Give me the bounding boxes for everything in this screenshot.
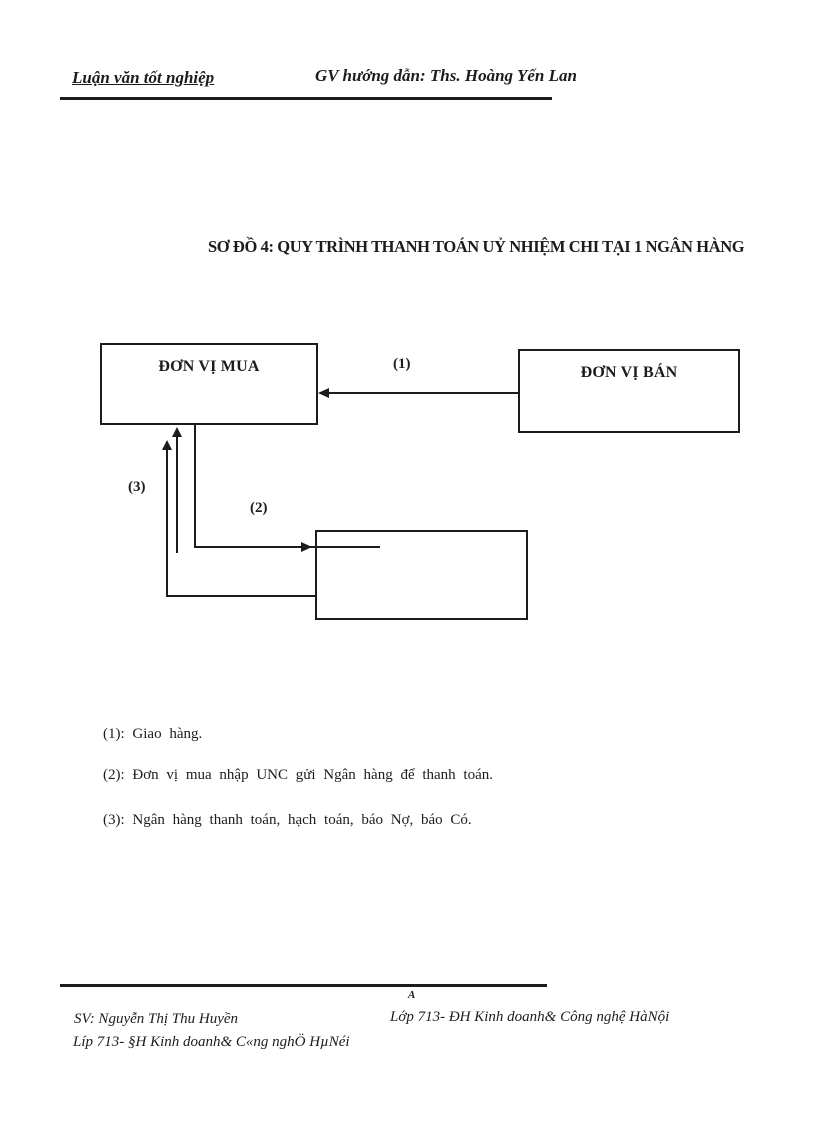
flow-arrow-3b-horizontal-line — [166, 595, 317, 597]
header-left-text: Luận văn tốt nghiệp — [72, 68, 215, 87]
buyer-box: ĐƠN VỊ MUA — [100, 343, 318, 425]
flow-arrow-2-horizontal-line — [194, 546, 380, 548]
flow-arrow-2-vertical-line — [194, 425, 196, 547]
seller-box-label: ĐƠN VỊ BÁN — [580, 364, 678, 381]
flow-arrow-3b-vertical-line — [166, 449, 168, 597]
flow-arrow-3a-line — [176, 436, 178, 553]
step-1-label: (1) — [393, 356, 411, 372]
bank-box-label — [317, 532, 526, 545]
step-2-label: (2) — [250, 500, 268, 516]
footer-mark: A — [408, 989, 416, 1001]
footer-student-name: SV: Nguyễn Thị Thu Huyền — [74, 1011, 239, 1027]
step-3-label: (3) — [128, 479, 146, 495]
note-line-1: (1): Giao hàng. — [103, 726, 203, 742]
bank-box — [315, 530, 528, 620]
arrowhead-up-icon — [162, 440, 172, 450]
flow-arrow-1-line — [320, 392, 518, 394]
seller-box: ĐƠN VỊ BÁN — [518, 349, 740, 433]
buyer-box-label: ĐƠN VỊ MUA — [158, 358, 260, 375]
arrowhead-right-icon — [301, 542, 312, 552]
header-right-text: GV hướng dẫn: Ths. Hoàng Yến Lan — [315, 66, 577, 85]
arrowhead-left-icon — [318, 388, 329, 398]
note-line-2: (2): Đơn vị mua nhập UNC gửi Ngân hàng đ… — [103, 767, 493, 783]
page-title: SƠ ĐỒ 4: QUY TRÌNH THANH TOÁN UỶ NHIỆM C… — [208, 237, 745, 256]
footer-rule — [60, 984, 547, 987]
header-rule — [60, 97, 552, 100]
arrowhead-up-icon — [172, 427, 182, 437]
footer-class-left: Líp 713- §H Kinh doanh& C«ng nghÖ HµNéi — [73, 1034, 350, 1050]
footer-class-right: Lớp 713- ĐH Kinh doanh& Công nghệ HàNội — [390, 1009, 670, 1025]
note-line-3: (3): Ngân hàng thanh toán, hạch toán, bá… — [103, 812, 472, 828]
